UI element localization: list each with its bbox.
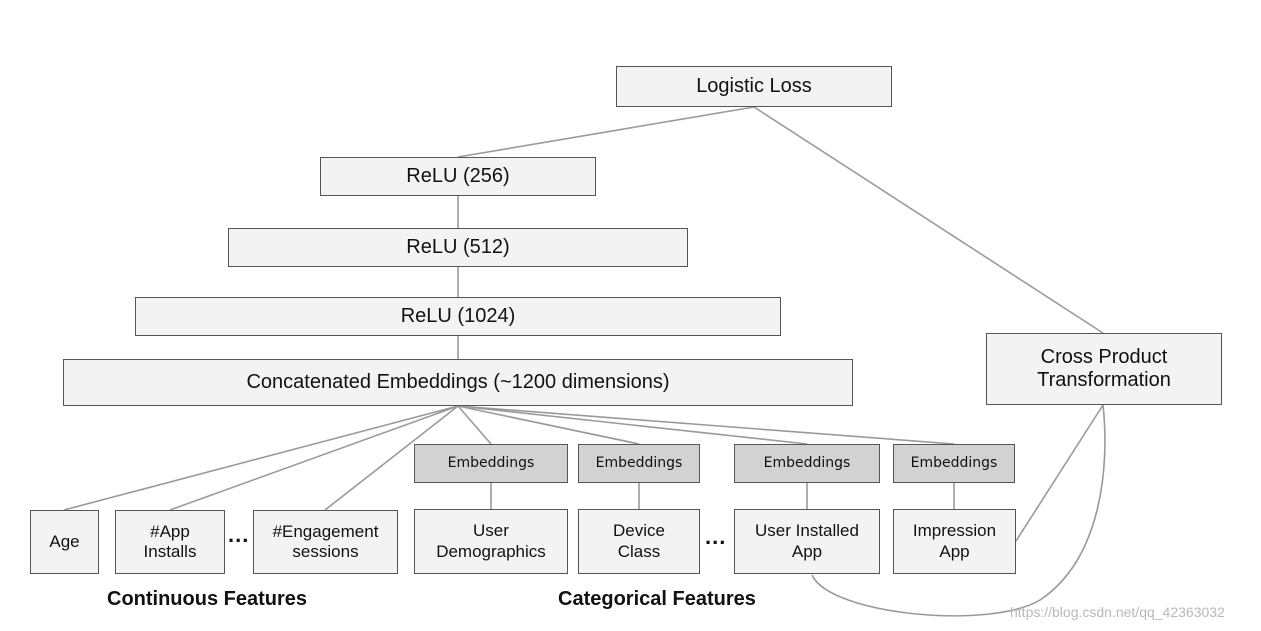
feature-device-class: Device Class xyxy=(578,509,700,574)
feature-app-installs: #App Installs xyxy=(115,510,225,574)
categorical-ellipsis: ... xyxy=(705,524,727,549)
embeddings-box-user-installed-app: Embeddings xyxy=(734,444,880,483)
feature-user-installed-app: User Installed App xyxy=(734,509,880,574)
embeddings-box-device-class: Embeddings xyxy=(578,444,700,483)
logistic-loss-node: Logistic Loss xyxy=(616,66,892,107)
embeddings-box-impression-app: Embeddings xyxy=(893,444,1015,483)
feature-impression-app: Impression App xyxy=(893,509,1016,574)
continuous-features-label: Continuous Features xyxy=(107,588,308,610)
relu-512-node: ReLU (512) xyxy=(228,228,688,267)
feature-engagement-sessions: #Engagement sessions xyxy=(253,510,398,574)
embeddings-box-user-demographics: Embeddings xyxy=(414,444,568,483)
feature-user-demographics: User Demographics xyxy=(414,509,568,574)
categorical-features-label: Categorical Features xyxy=(558,588,756,610)
cross-product-node: Cross Product Transformation xyxy=(986,333,1222,405)
watermark: https://blog.csdn.net/qq_42363032 xyxy=(1010,604,1225,620)
relu-1024-node: ReLU (1024) xyxy=(135,297,781,336)
concatenated-embeddings-node: Concatenated Embeddings (~1200 dimension… xyxy=(63,359,853,406)
feature-age: Age xyxy=(30,510,99,574)
relu-256-node: ReLU (256) xyxy=(320,157,596,196)
continuous-ellipsis: ... xyxy=(228,522,250,547)
